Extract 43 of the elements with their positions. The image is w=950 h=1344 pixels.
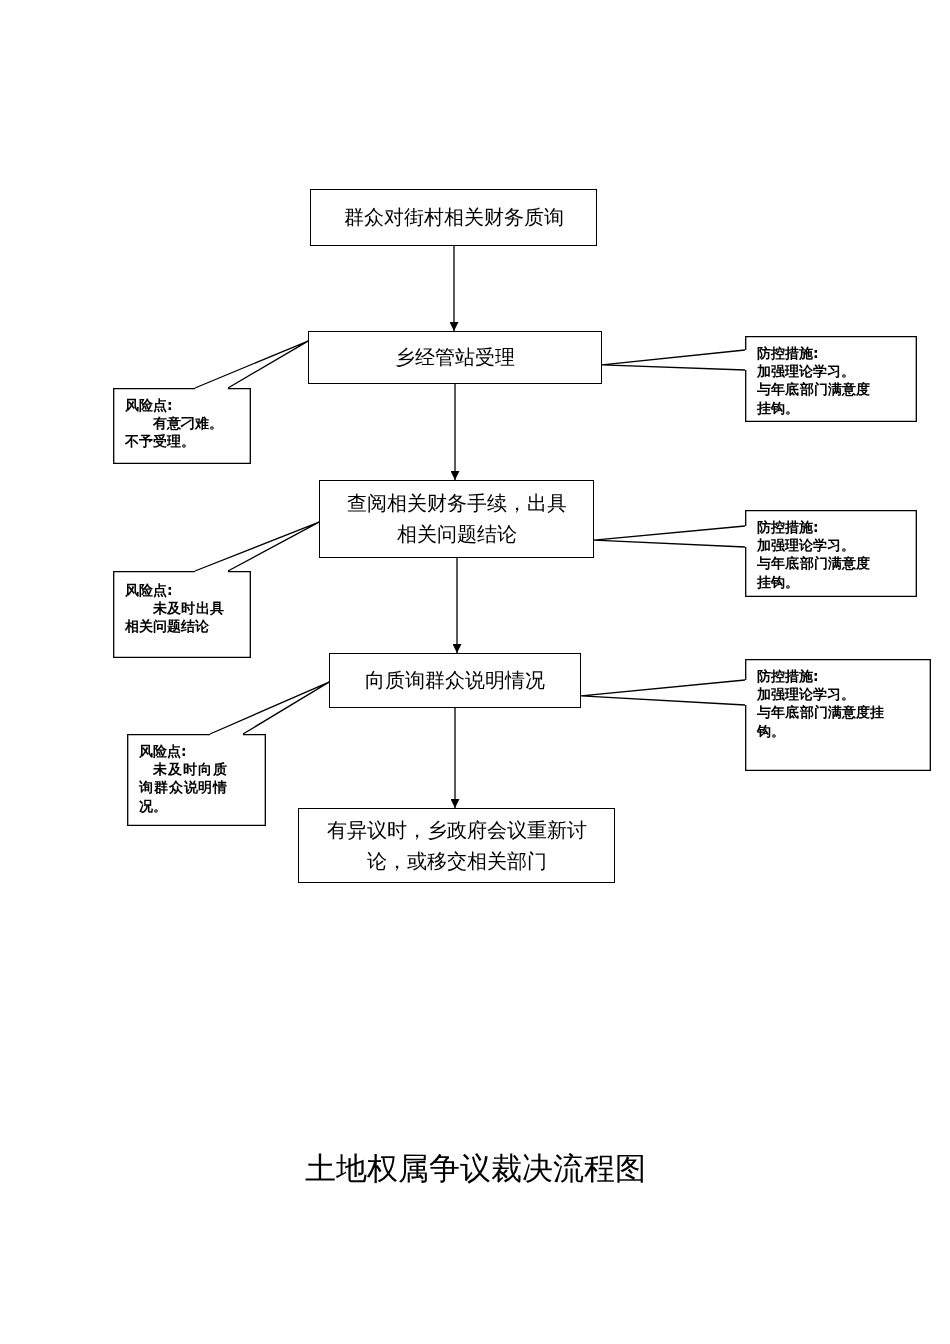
- arrow: [452, 557, 462, 654]
- callout-heading: 防控措施:: [757, 667, 820, 686]
- box-text: 群众对街村相关财务质询: [343, 204, 564, 231]
- box-text: 向质询群众说明情况: [365, 667, 545, 694]
- callout-box: [113, 388, 251, 464]
- process-box: [329, 653, 581, 708]
- callout-pointer: [580, 679, 746, 706]
- callout-pointer: [194, 521, 320, 572]
- callout-box: [113, 571, 251, 658]
- callout-heading: 风险点:: [139, 742, 188, 761]
- callout-text: 未及时向质询群众说明情况。: [139, 760, 228, 815]
- callout-pointer: [601, 349, 746, 371]
- process-box: [310, 189, 597, 246]
- arrow: [449, 245, 459, 332]
- box-text: 查阅相关财务手续，出具相关问题结论: [345, 490, 568, 548]
- callout-text: 与年底部门满意度挂钩。: [757, 703, 885, 740]
- arrow: [450, 707, 460, 809]
- callout-text: 不予受理。: [125, 432, 196, 451]
- diagram-title: 土地权属争议裁决流程图: [303, 1149, 647, 1188]
- callout-heading: 防控措施:: [757, 518, 820, 537]
- callout-text: 与年底部门满意度挂钩。: [757, 554, 871, 591]
- callout-heading: 风险点:: [125, 396, 174, 415]
- callout-text: 与年底部门满意度挂钩。: [757, 380, 871, 417]
- callout-box: [745, 336, 917, 422]
- process-box: [308, 331, 602, 384]
- arrow: [450, 383, 460, 481]
- callout-heading: 防控措施:: [757, 344, 820, 363]
- callout-text: 加强理论学习。: [757, 685, 856, 704]
- callout-text: 未及时出具相关问题结论: [125, 599, 224, 636]
- callout-text: 加强理论学习。: [757, 362, 856, 381]
- callout-box: [127, 734, 266, 826]
- callout-pointer: [194, 340, 309, 389]
- callout-heading: 风险点:: [125, 581, 174, 600]
- callout-box: [745, 510, 917, 597]
- box-text: 有异议时，乡政府会议重新讨论，或移交相关部门: [325, 816, 588, 875]
- callout-pointer: [209, 681, 330, 735]
- process-box: [298, 808, 615, 883]
- callout-text: 有意刁难。: [152, 414, 224, 433]
- process-box: [319, 480, 594, 558]
- callout-box: [745, 659, 931, 771]
- box-text: 乡经管站受理: [395, 344, 515, 371]
- callout-text: 加强理论学习。: [757, 536, 856, 555]
- callout-pointer: [593, 525, 746, 548]
